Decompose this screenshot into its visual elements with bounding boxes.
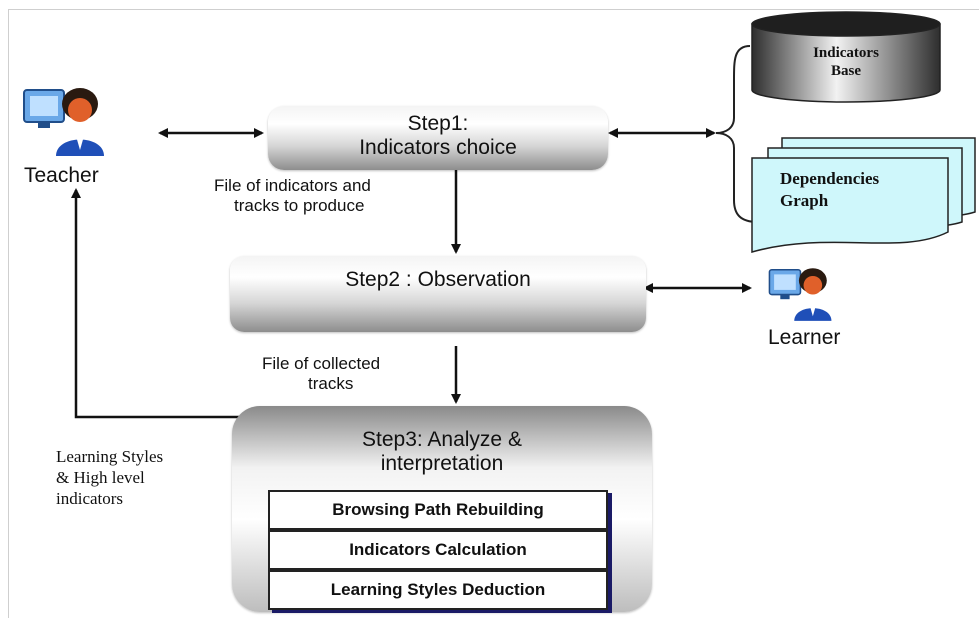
step1-box: Step1: Indicators choice bbox=[268, 106, 608, 170]
substep-learning-styles: Learning Styles Deduction bbox=[268, 570, 608, 610]
teacher-actor: Teacher bbox=[20, 80, 124, 187]
step2-box: Step2 : Observation bbox=[230, 256, 646, 332]
dependencies-graph-docs bbox=[751, 137, 976, 253]
figure-frame-left bbox=[8, 9, 9, 618]
label-learning-styles: Learning Styles & High level indicators bbox=[56, 446, 163, 509]
step1-title: Step1: bbox=[407, 112, 469, 135]
arrow-step3-teacher bbox=[71, 188, 262, 419]
step3-subtitle: interpretation bbox=[380, 452, 504, 475]
indicators-base-label: Indicators Base bbox=[772, 44, 920, 80]
indicators-base-line1: Indicators bbox=[813, 45, 879, 61]
label-learning-styles-line3: indicators bbox=[56, 489, 124, 508]
dependencies-graph-label: Dependencies Graph bbox=[780, 168, 879, 212]
label-indicators-file: File of indicators and tracks to produce bbox=[214, 176, 371, 216]
label-collected-tracks-line2: tracks bbox=[308, 374, 354, 393]
label-learning-styles-line2: & High level bbox=[56, 468, 145, 487]
learner-label: Learner bbox=[768, 326, 841, 349]
label-indicators-file-line1: File of indicators and bbox=[214, 176, 371, 195]
dependencies-graph-line1: Dependencies bbox=[780, 169, 880, 188]
indicators-base-cylinder bbox=[751, 11, 941, 103]
step3-title: Step3: Analyze & bbox=[362, 428, 522, 451]
substep-browsing-path: Browsing Path Rebuilding bbox=[268, 490, 608, 530]
label-collected-tracks-line1: File of collected bbox=[262, 354, 381, 373]
label-indicators-file-line2: tracks to produce bbox=[234, 196, 365, 215]
dependencies-graph-line2: Graph bbox=[780, 191, 829, 210]
step1-subtitle: Indicators choice bbox=[359, 136, 517, 159]
resources-brace bbox=[715, 45, 759, 223]
teacher-icon bbox=[23, 88, 104, 156]
teacher-label: Teacher bbox=[24, 164, 99, 187]
label-collected-tracks: File of collected tracks bbox=[262, 354, 380, 394]
figure-frame-top bbox=[8, 9, 979, 10]
step2-title: Step2 : Observation bbox=[345, 268, 531, 291]
learner-icon bbox=[768, 268, 832, 321]
indicators-base-line2: Base bbox=[831, 63, 861, 79]
label-learning-styles-line1: Learning Styles bbox=[56, 447, 164, 466]
substep-indicators-calculation: Indicators Calculation bbox=[268, 530, 608, 570]
